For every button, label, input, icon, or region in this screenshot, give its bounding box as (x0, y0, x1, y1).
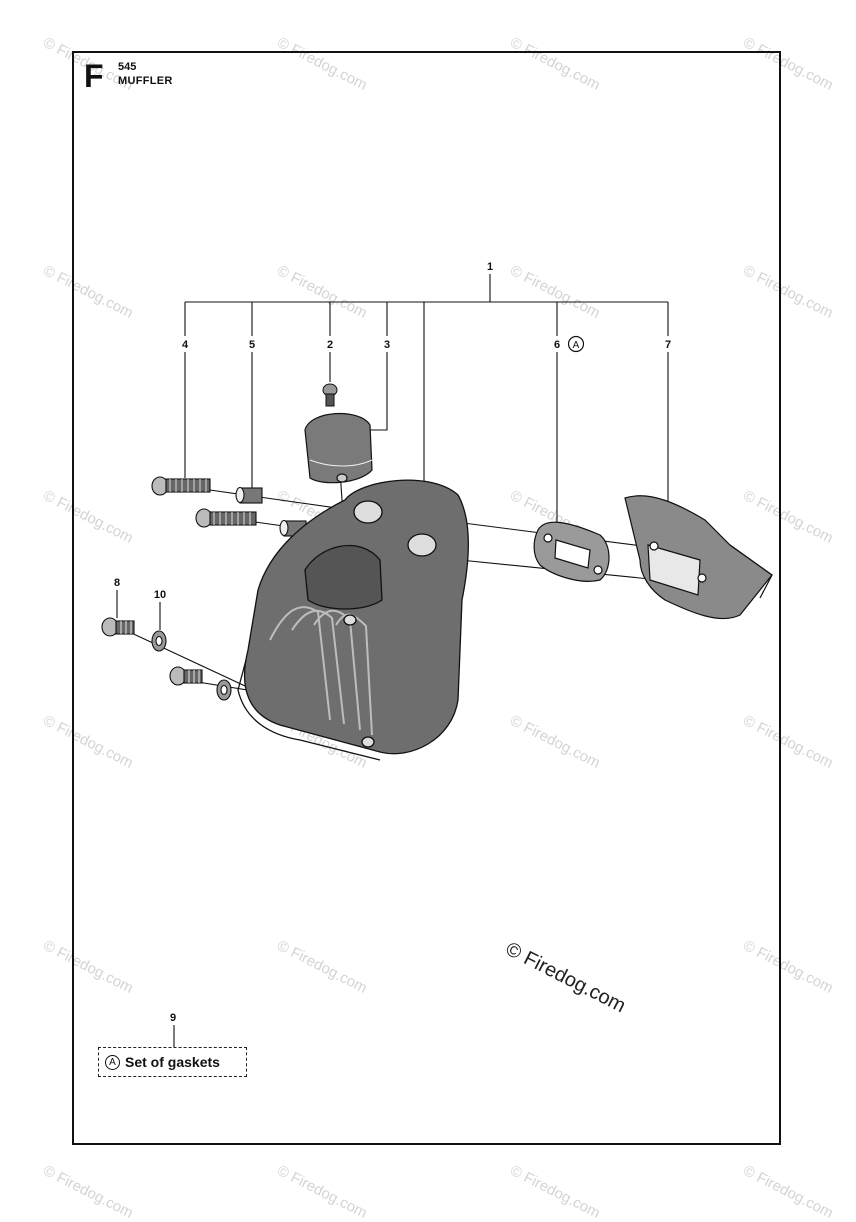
screw-small-2 (322, 383, 338, 407)
page-title: MUFFLER (118, 75, 173, 87)
legend-marker: A (105, 1054, 120, 1070)
callout-2: 2 (327, 339, 333, 351)
washer-10 (151, 630, 167, 652)
washer (216, 679, 232, 701)
screw-long-4 (151, 476, 211, 496)
legend-box: A Set of gaskets (98, 1047, 247, 1077)
callout-1: 1 (487, 261, 493, 273)
callout-10: 10 (154, 589, 166, 601)
section-letter: F (84, 58, 104, 94)
legend-label: Set of gaskets (125, 1054, 220, 1070)
leader-line (365, 352, 388, 431)
screw-long (195, 508, 257, 528)
deflector-3 (304, 413, 373, 484)
callout-8: 8 (114, 577, 120, 589)
muffler-body (237, 479, 469, 761)
kit-marker-a: A (573, 340, 580, 351)
callout-3: 3 (384, 339, 390, 351)
screw (169, 666, 203, 686)
callout-6: 6 (554, 339, 560, 351)
screw-8 (101, 617, 135, 637)
gasket-6 (533, 521, 610, 582)
callout-7: 7 (665, 339, 671, 351)
diagram-frame (72, 51, 781, 1145)
kit-marker-circle (567, 335, 585, 353)
heat-shield-7 (624, 495, 773, 620)
spacer-sleeve-5 (235, 486, 263, 504)
callout-9: 9 (170, 1012, 177, 1024)
model-number: 545 (118, 61, 137, 73)
callout-4: 4 (182, 339, 189, 351)
callout-5: 5 (249, 339, 255, 351)
